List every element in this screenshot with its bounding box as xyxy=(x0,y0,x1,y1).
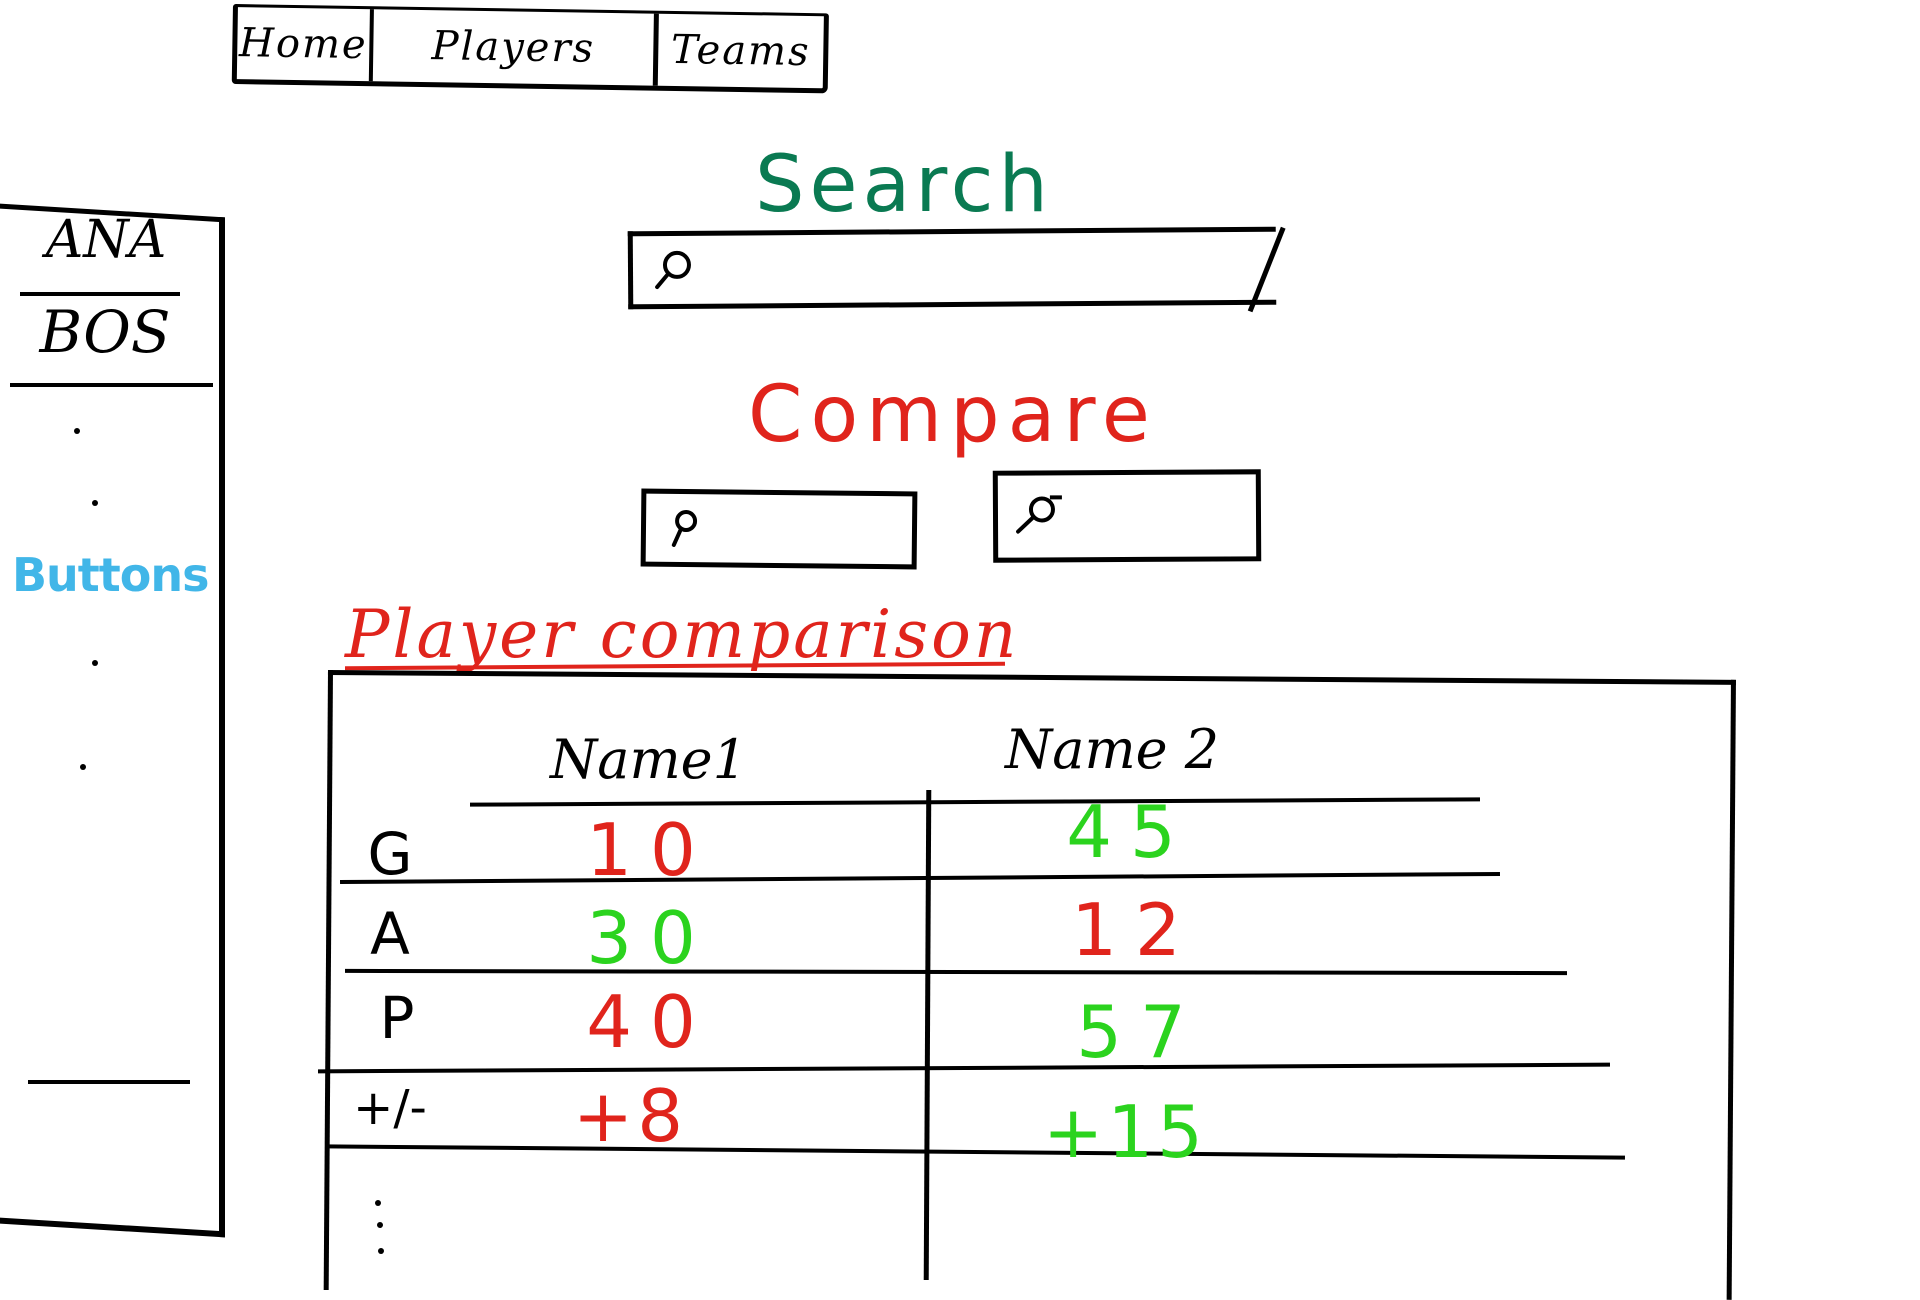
search-box[interactable] xyxy=(628,227,1277,310)
player-1-assists: 30 xyxy=(520,896,780,980)
table-ellipsis-dot xyxy=(378,1248,384,1254)
sidebar-divider xyxy=(10,383,213,387)
sidebar-item-ana[interactable]: ANA xyxy=(36,210,176,270)
sidebar-ellipsis-dot xyxy=(80,764,86,770)
top-nav: Home Players Teams xyxy=(232,4,829,93)
compare-player-2-box[interactable] xyxy=(993,469,1261,562)
player-1-goals: 10 xyxy=(520,808,780,892)
sidebar-item-bos[interactable]: BOS xyxy=(30,298,180,366)
sidebar-divider xyxy=(28,1080,190,1084)
nav-players[interactable]: Players xyxy=(373,9,659,85)
stat-label-plus-minus: +/- xyxy=(345,1080,435,1136)
player-1-plus-minus: +8 xyxy=(500,1074,760,1158)
compare-player-1-input[interactable] xyxy=(702,493,913,565)
sidebar-divider xyxy=(20,292,180,296)
table-ellipsis-dot xyxy=(375,1200,381,1206)
stat-label-assists: A xyxy=(345,900,435,968)
sidebar-ellipsis-dot xyxy=(92,660,98,666)
compare-player-1-box[interactable] xyxy=(641,489,918,570)
player-2-plus-minus: +15 xyxy=(995,1090,1255,1174)
nav-home[interactable]: Home xyxy=(237,7,374,81)
compare-player-2-input[interactable] xyxy=(1062,473,1256,558)
compare-heading: Compare xyxy=(748,370,1158,460)
search-icon xyxy=(1010,493,1062,539)
sidebar-buttons-note: Buttons xyxy=(12,548,209,602)
column-header-player-1: Name1 xyxy=(550,728,747,791)
stat-label-points: P xyxy=(352,984,442,1052)
sidebar-ellipsis-dot xyxy=(92,500,98,506)
nav-teams[interactable]: Teams xyxy=(658,14,824,89)
search-input[interactable] xyxy=(697,231,1276,305)
table-ellipsis-dot xyxy=(377,1222,383,1228)
player-2-assists: 12 xyxy=(1005,888,1265,972)
search-heading: Search xyxy=(755,140,1053,230)
column-header-player-2: Name 2 xyxy=(1005,718,1219,781)
search-icon xyxy=(651,247,697,293)
search-icon xyxy=(666,505,702,551)
player-2-points: 57 xyxy=(1010,990,1270,1074)
player-2-goals: 45 xyxy=(1000,790,1260,874)
player-1-points: 40 xyxy=(520,980,780,1064)
sidebar-ellipsis-dot xyxy=(74,428,80,434)
stat-label-goals: G xyxy=(345,820,435,888)
